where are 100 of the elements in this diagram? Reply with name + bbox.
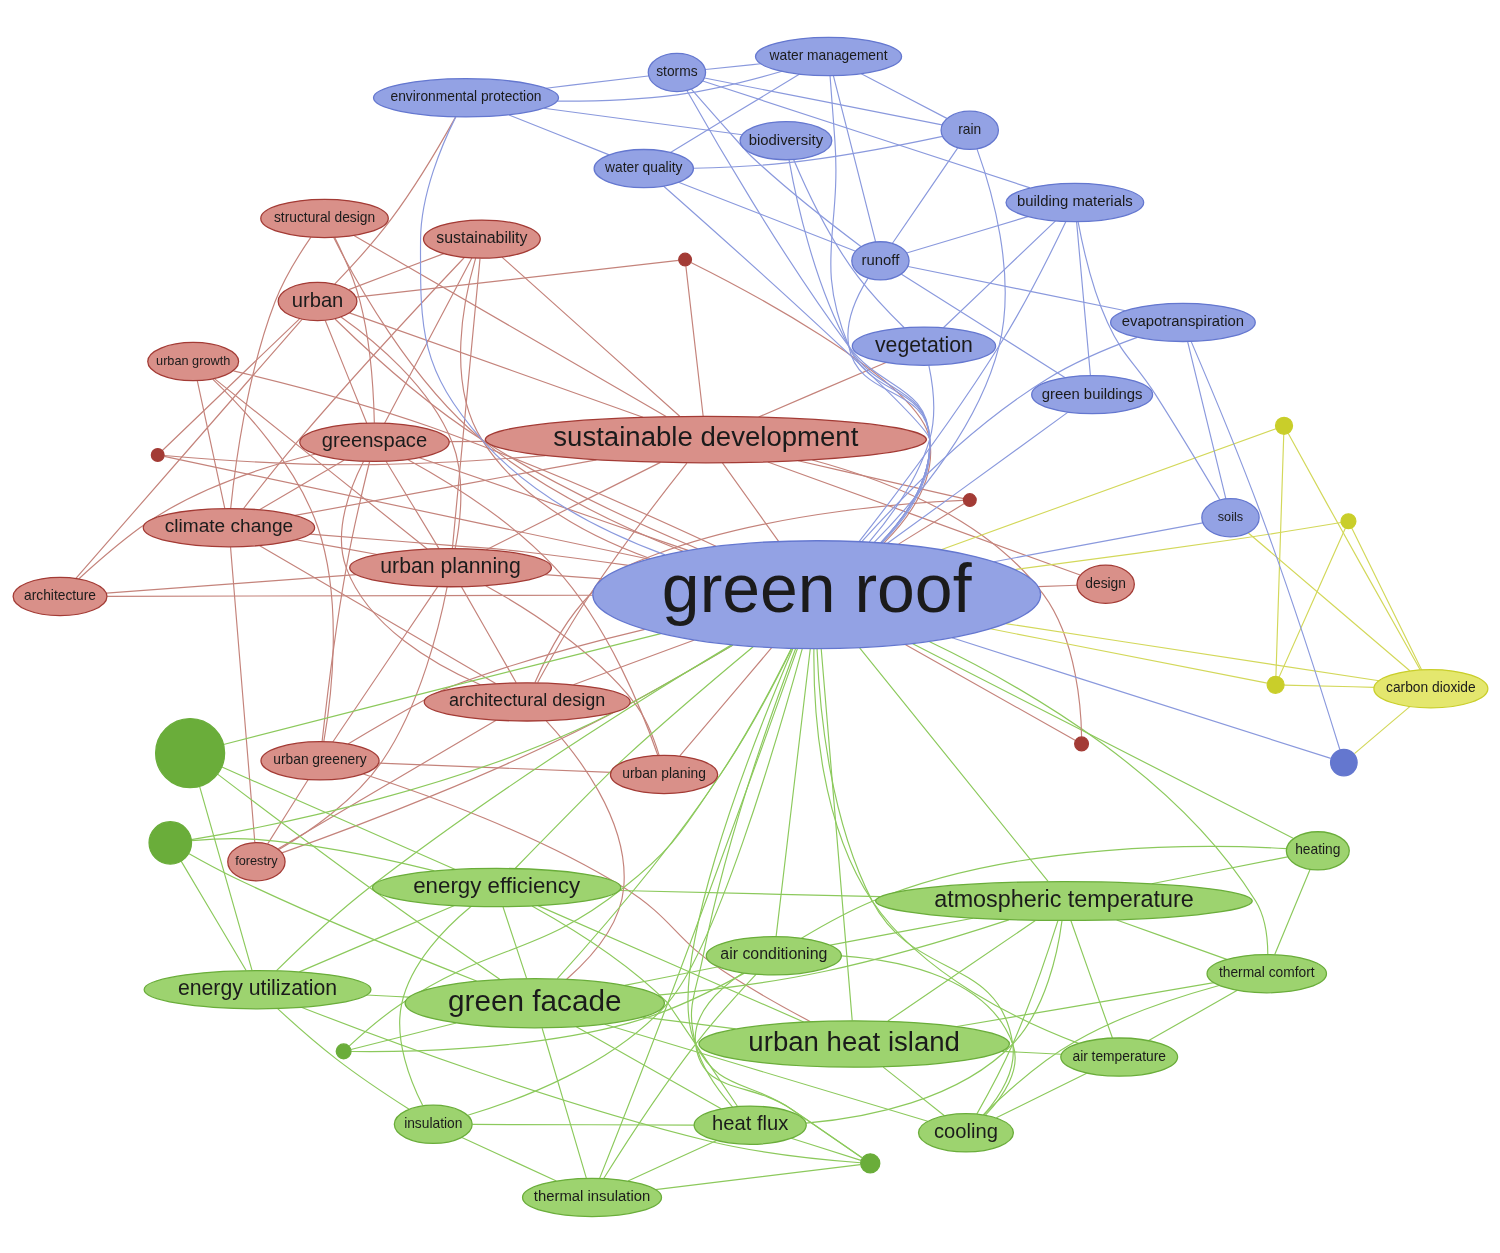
connector — [545, 719, 625, 980]
connector — [350, 972, 745, 1052]
connector — [365, 993, 409, 998]
connector — [460, 585, 517, 683]
connector — [514, 645, 754, 869]
connector — [905, 215, 1028, 254]
connector — [229, 546, 255, 843]
node-ellipse: storms — [647, 52, 706, 92]
connector — [618, 889, 881, 897]
connector — [685, 89, 930, 543]
connector — [860, 72, 947, 119]
node-ellipse: architecture — [12, 576, 108, 616]
connector — [333, 317, 698, 549]
node-circle — [1339, 512, 1356, 529]
connector — [187, 852, 477, 982]
connector — [276, 1007, 410, 1110]
node-ellipse: energy efficiency — [371, 867, 621, 907]
connector — [339, 315, 461, 549]
node-ellipse: cooling — [917, 1112, 1014, 1153]
connector — [354, 259, 679, 298]
connector — [684, 265, 704, 417]
connector — [669, 73, 800, 153]
connector — [216, 773, 500, 980]
connector — [180, 860, 247, 971]
node-circle — [962, 492, 977, 507]
connector — [886, 919, 1036, 1022]
node-circle — [150, 447, 165, 462]
node-ellipse: urban planing — [609, 754, 718, 794]
connector — [1247, 531, 1410, 671]
connector — [766, 460, 1081, 576]
connector — [190, 643, 734, 840]
node-ellipse: urban growth — [146, 341, 239, 381]
connector — [1274, 433, 1284, 677]
connector — [340, 460, 481, 685]
node-ellipse: design — [1075, 564, 1135, 604]
node-ellipse: green buildings — [1030, 374, 1153, 414]
connector — [542, 107, 743, 135]
connector — [950, 636, 1331, 759]
connector — [891, 147, 958, 244]
node-ellipse: water quality — [593, 148, 694, 188]
connector — [460, 1136, 557, 1182]
connector — [500, 256, 680, 417]
node-ellipse: sustainability — [422, 218, 541, 259]
node-ellipse: carbon dioxide — [1372, 668, 1488, 708]
connector — [229, 236, 311, 509]
connector — [820, 647, 853, 1021]
connector — [1000, 1050, 1062, 1055]
connector — [74, 318, 302, 579]
node-ellipse: climate change — [142, 507, 315, 547]
connector — [385, 460, 440, 549]
connector — [1350, 526, 1422, 670]
connector — [701, 79, 1031, 188]
connector — [942, 219, 1056, 328]
node-ellipse: urban greenery — [259, 740, 380, 781]
connector — [309, 532, 629, 566]
node-ellipse: greenspace — [298, 422, 450, 462]
connector — [213, 377, 428, 550]
node-circle — [1274, 416, 1293, 435]
connector — [690, 88, 861, 247]
connector — [211, 378, 334, 742]
connector — [790, 1137, 861, 1161]
node-ellipse: heat flux — [693, 1104, 807, 1145]
connector — [466, 647, 803, 1116]
node-ellipse: urban heat island — [697, 1019, 1010, 1068]
connector — [775, 647, 811, 937]
connector — [721, 461, 779, 542]
connector — [220, 766, 456, 870]
connector — [1077, 220, 1220, 500]
connector — [928, 640, 1268, 955]
connector — [641, 1016, 736, 1029]
node-ellipse: vegetation — [851, 325, 996, 366]
node-ellipse: runoff — [850, 240, 910, 281]
connector — [294, 458, 597, 516]
connector — [812, 647, 1079, 1044]
connector — [911, 642, 1294, 839]
connector — [832, 74, 876, 242]
node-ellipse: air temperature — [1059, 1036, 1178, 1077]
connector — [533, 499, 964, 683]
node-ellipse: water management — [754, 36, 902, 76]
connector — [347, 252, 444, 290]
connector — [348, 647, 792, 1047]
connector — [800, 845, 1287, 939]
connector — [451, 257, 481, 549]
connector — [940, 427, 1276, 550]
connector — [300, 1006, 861, 1163]
connector — [900, 273, 1065, 378]
connector — [792, 158, 905, 328]
connector — [598, 647, 798, 1179]
connector — [868, 364, 934, 542]
connector — [975, 919, 1058, 1115]
connector — [321, 460, 370, 742]
node-ellipse: forestry — [226, 841, 286, 881]
connector — [797, 459, 964, 499]
connector — [1014, 521, 1342, 570]
node-circle — [335, 1042, 352, 1059]
connector — [787, 158, 930, 543]
connector — [689, 261, 931, 543]
connector — [362, 772, 811, 1022]
connector — [484, 584, 660, 756]
node-circle — [1329, 748, 1358, 776]
